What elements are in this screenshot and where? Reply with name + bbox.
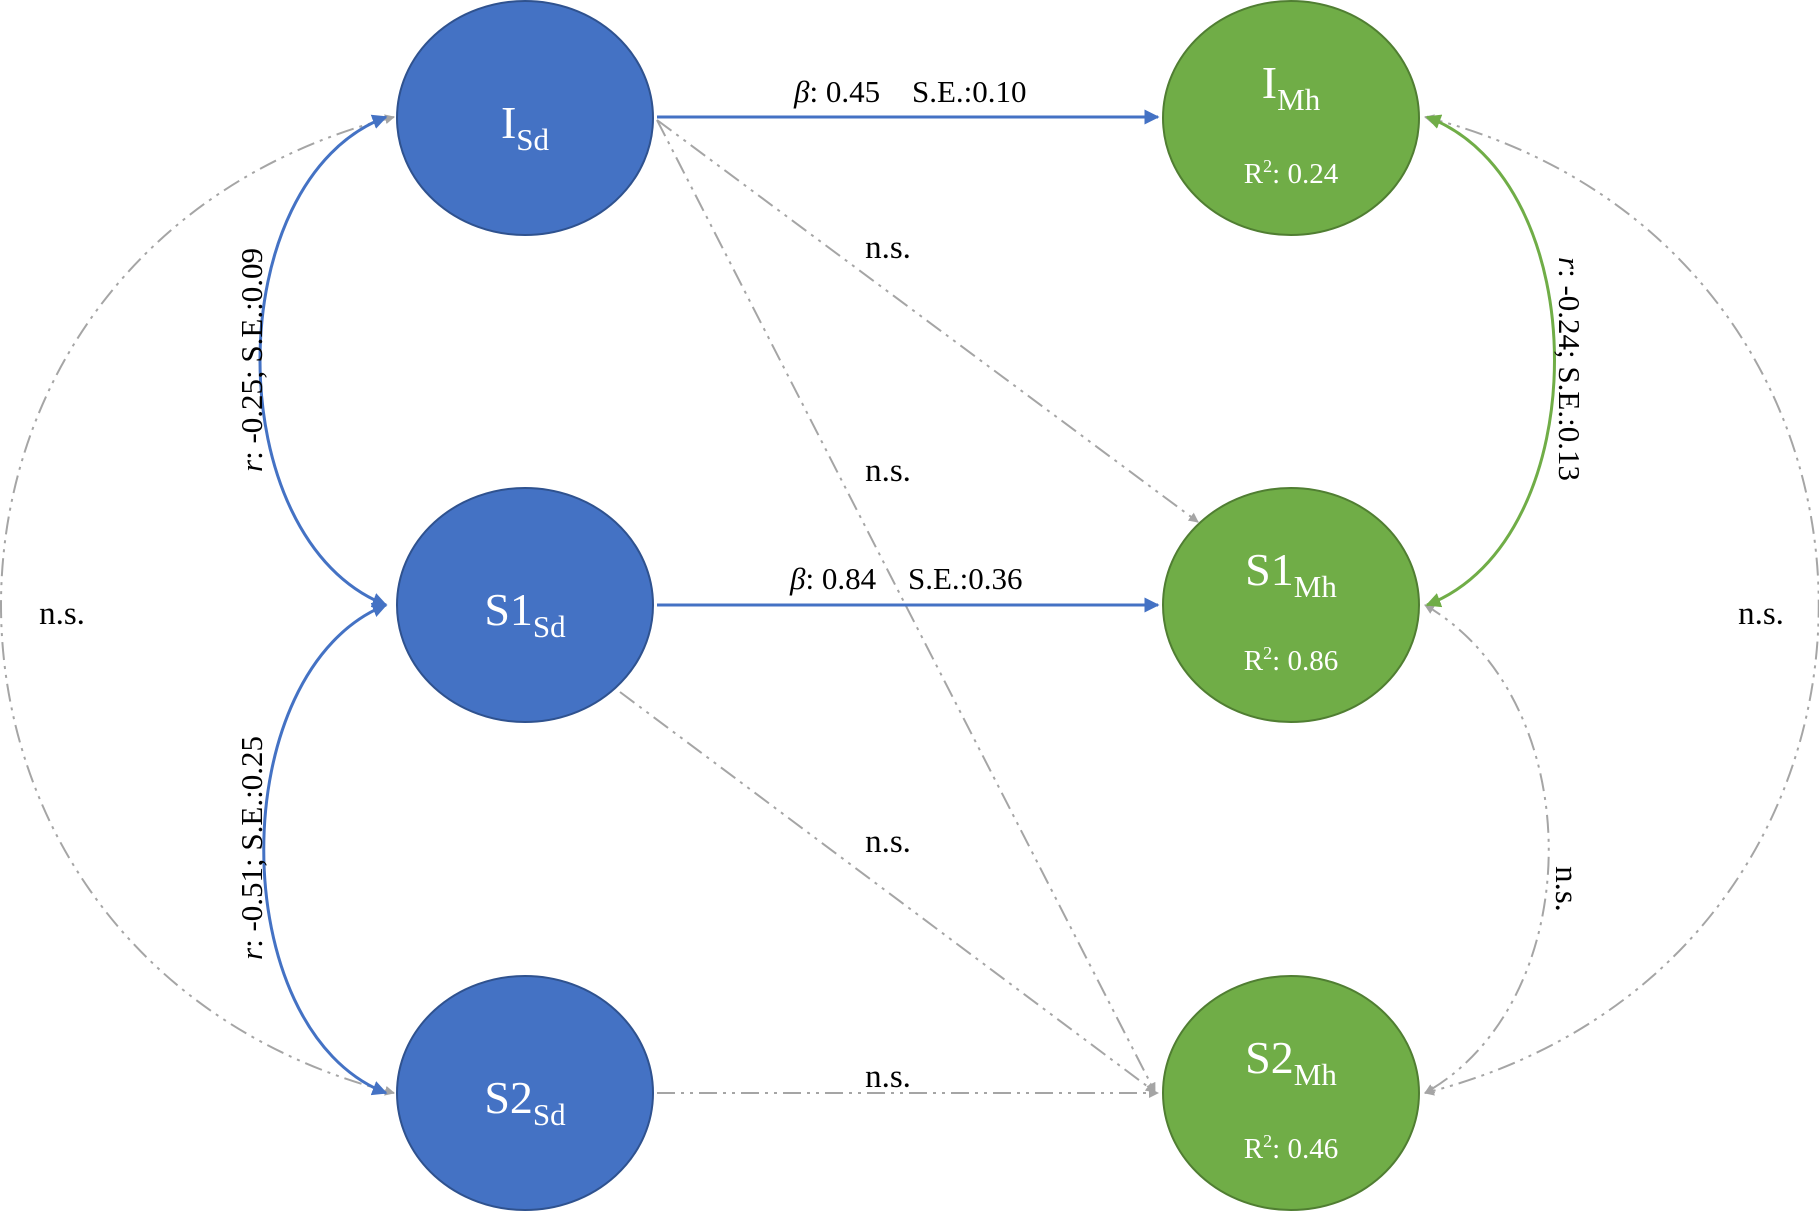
ns-path-mh-s1-s2 [1424,604,1550,1094]
svg-text:R2: 0.86: R2: 0.86 [1244,643,1338,677]
label-corr-mh-i-s1-r: r [1552,257,1587,270]
label-corr-sd-s1-s2-r: r [234,947,269,960]
ns-path-left-outer [0,114,395,1096]
node-i-sd-sub: Sd [516,122,549,157]
label-beta-i-value: : 0.45 [809,74,880,109]
ns-label-mh-s1-s2: n.s. [1548,866,1584,912]
node-s2-sd: S2Sd [396,975,654,1211]
corr-sd-s1-s2 [262,603,388,1096]
svg-text:IMh: IMh [1262,57,1321,117]
label-corr-mh-i-s1-text: : -0.24; S.E.:0.13 [1552,269,1587,481]
node-s2-mh-main: S2 [1245,1032,1294,1083]
node-s1-sd: S1Sd [396,487,654,723]
node-i-mh-r2-label: R [1244,158,1264,190]
ns-label-i-sd-to-s1-mh: n.s. [865,230,911,266]
label-corr-sd-i-s1-r: r [234,459,269,472]
node-i-sd: ISd [396,0,654,236]
node-s1-mh-r2-value: : 0.86 [1272,645,1338,677]
node-s1-mh-r2-label: R [1244,645,1264,677]
label-beta-s1: β: 0.84 S.E.:0.36 [789,561,1023,596]
label-corr-sd-i-s1: r: -0.25; S.E.:0.09 [234,248,269,472]
ns-path-i-sd-to-s1-mh [656,119,1199,523]
svg-text:S2Sd: S2Sd [484,1072,566,1132]
corr-sd-i-s1 [258,114,388,608]
label-beta-i-symbol: β [793,74,810,109]
svg-text:R2: 0.24: R2: 0.24 [1244,156,1339,190]
label-corr-mh-i-s1: r: -0.24; S.E.:0.13 [1552,257,1587,481]
ns-label-right-outer: n.s. [1738,596,1784,632]
node-s2-mh: S2Mh R2: 0.46 [1162,975,1420,1211]
label-corr-sd-i-s1-text: : -0.25; S.E.:0.09 [234,248,269,460]
node-s1-sd-sub: Sd [533,609,566,644]
ns-label-s2-sd-to-s2-mh: n.s. [865,1059,911,1095]
ns-path-s1-sd-to-s2-mh [619,691,1156,1093]
node-s1-mh: S1Mh R2: 0.86 [1162,487,1420,723]
ns-label-left-outer: n.s. [39,596,85,632]
node-i-mh-r2-value: : 0.24 [1272,158,1339,190]
node-s2-mh-r2-value: : 0.46 [1272,1133,1338,1165]
node-i-mh-main: I [1262,57,1277,108]
corr-mh-i-s1 [1425,114,1556,608]
label-beta-s1-se: S.E.:0.36 [908,561,1023,596]
node-s1-mh-main: S1 [1245,544,1294,595]
node-s2-mh-r2-sup: 2 [1263,1131,1272,1151]
node-i-mh-sub: Mh [1277,82,1321,117]
svg-text:S1Sd: S1Sd [484,584,566,644]
node-i-sd-main: I [501,97,516,148]
svg-text:R2: 0.46: R2: 0.46 [1244,1131,1338,1165]
svg-text:ISd: ISd [501,97,550,157]
node-s1-mh-r2-sup: 2 [1263,643,1272,663]
node-s1-sd-main: S1 [484,584,533,635]
node-i-mh-r2-sup: 2 [1263,156,1272,176]
label-corr-sd-s1-s2: r: -0.51; S.E.:0.25 [234,736,269,960]
svg-text:S2Mh: S2Mh [1245,1032,1337,1092]
label-beta-s1-symbol: β [789,561,806,596]
label-beta-i: β: 0.45 S.E.:0.10 [793,74,1027,109]
label-beta-i-se: S.E.:0.10 [912,74,1027,109]
node-s2-mh-r2-label: R [1244,1133,1264,1165]
label-corr-sd-s1-s2-text: : -0.51; S.E.:0.25 [234,736,269,948]
svg-text:S1Mh: S1Mh [1245,544,1337,604]
significant-paths [258,109,1556,1096]
node-i-mh: IMh R2: 0.24 [1162,0,1420,236]
label-beta-s1-value: : 0.84 [805,561,876,596]
ns-label-s1-sd-to-s2-mh: n.s. [865,824,911,860]
node-s1-mh-sub: Mh [1294,569,1338,604]
node-s2-sd-main: S2 [484,1072,533,1123]
node-s2-mh-sub: Mh [1294,1057,1338,1092]
node-s2-sd-sub: Sd [533,1097,566,1132]
ns-label-i-sd-to-s2-mh: n.s. [865,453,911,489]
